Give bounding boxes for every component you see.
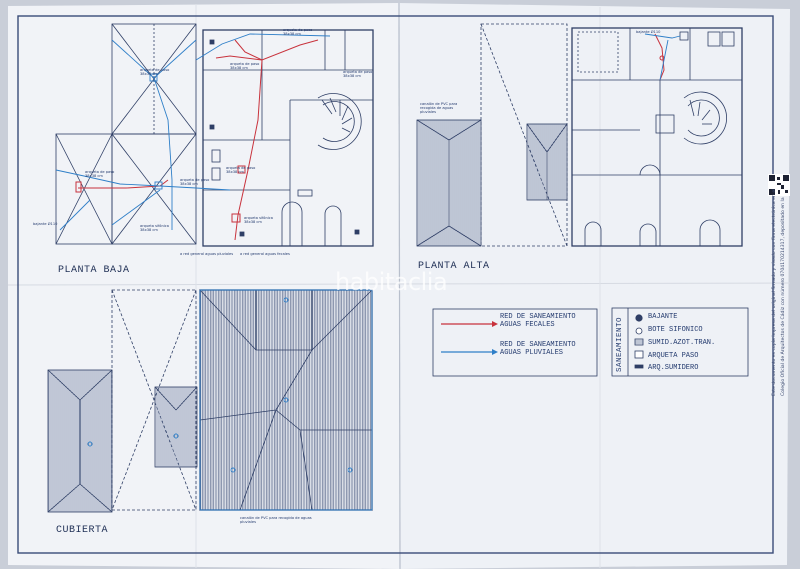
symbol-arqueta-paso: ARQUETA PASO	[648, 352, 699, 360]
qr-code	[768, 174, 790, 196]
annotation-canalon-upper: canalón de PVC para recogida de aguas pl…	[420, 102, 458, 114]
roof-title: CUBIERTA	[56, 525, 109, 536]
pluviales-network	[55, 33, 331, 231]
upper-floor-pluviales	[644, 33, 681, 81]
upper-floor-title: PLANTA ALTA	[418, 261, 490, 272]
symbol-bajante: BAJANTE	[648, 313, 678, 321]
paper-right-sheet	[398, 3, 790, 569]
symbols-title: SANEAMIENTO	[616, 316, 624, 372]
fecales-network	[75, 39, 319, 241]
annotation-canalon-roof: canalón de PVC para recogida de aguas pl…	[240, 516, 312, 524]
drawing-frame	[17, 15, 774, 554]
symbol-bote-sifonico: BOTE SIFONICO	[648, 326, 703, 334]
symbols-legend	[611, 307, 749, 377]
ground-floor-title: PLANTA BAJA	[58, 265, 130, 276]
upper-floor-plan	[416, 23, 743, 247]
legend-fecales-label: RED DE SANEAMIENTO AGUAS FECALES	[500, 313, 576, 329]
annotation-red-fecales: a red general aguas fecales	[240, 252, 290, 256]
symbol-arqueta-sumidero: ARQ.SUMIDERO	[648, 364, 699, 372]
visado-stamp-text: Este documento es copia impresa del orig…	[772, 188, 786, 396]
annotation-bajante: bajante Ø110	[33, 222, 58, 226]
legend-pluviales-label: RED DE SANEAMIENTO AGUAS PLUVIALES	[500, 341, 576, 357]
symbol-sumidero-azotea: SUMID.AZOT.TRAN.	[648, 339, 716, 347]
roof-pluviales	[87, 289, 373, 511]
network-legend	[432, 308, 598, 377]
annotation-bajante-upper: bajante Ø110	[636, 30, 661, 34]
annotation-red-pluviales: a red general aguas pluviales	[180, 252, 234, 256]
habitaclia-watermark: habitaclia	[335, 268, 448, 296]
